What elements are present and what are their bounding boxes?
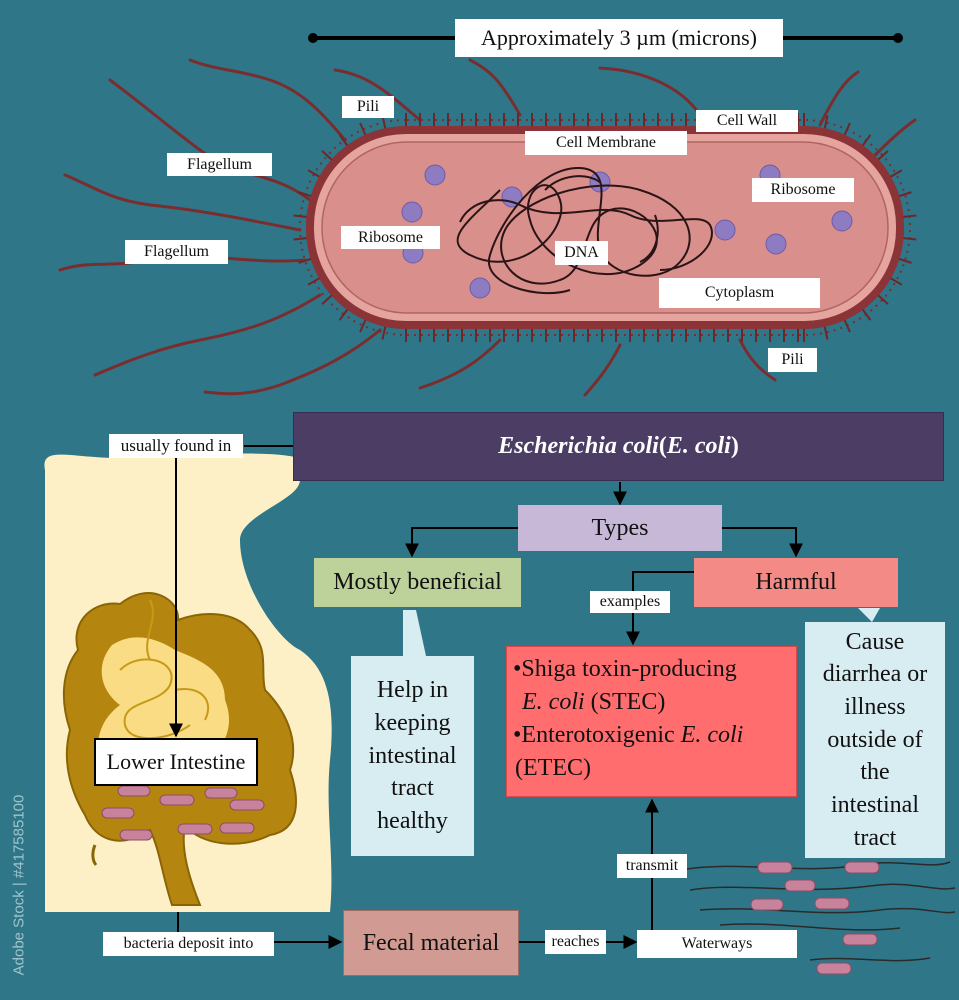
pilus xyxy=(903,214,917,218)
harmful-box: Harmful xyxy=(694,558,898,607)
pili-label-top: Pili xyxy=(342,96,394,118)
flow-connectors xyxy=(169,445,803,949)
pilus xyxy=(861,134,872,146)
pilus xyxy=(307,169,320,178)
example-stec-abbrev: (STEC) xyxy=(584,689,666,716)
pilus xyxy=(298,191,312,198)
pilus xyxy=(293,214,307,218)
ribosome-label-left: Ribosome xyxy=(341,226,440,249)
pili-label-bottom: Pili xyxy=(768,348,817,372)
lower-intestine-label: Lower Intestine xyxy=(94,738,258,786)
example-stec-line1: •Shiga toxin-producing xyxy=(513,656,737,682)
usually-found-in-label: usually found in xyxy=(109,434,243,458)
flagellum-label-1: Flagellum xyxy=(167,153,272,176)
pilus xyxy=(898,257,912,264)
example-stec-species: E. coli xyxy=(522,689,585,716)
pilus xyxy=(321,150,333,161)
pilus xyxy=(359,122,367,136)
ecoli-title-bar: Escherichia coli (E. coli) xyxy=(293,412,944,481)
cell-wall-label: Cell Wall xyxy=(696,110,798,132)
cell-membrane-label: Cell Membrane xyxy=(525,131,687,155)
waterways-label: Waterways xyxy=(637,930,797,958)
title-species: Escherichia coli xyxy=(498,433,659,459)
pilus xyxy=(843,319,851,333)
dna-label: DNA xyxy=(555,241,608,265)
pilus xyxy=(890,277,903,286)
beneficial-note: Help in keeping intestinal tract healthy xyxy=(351,656,474,856)
watermark-id: Adobe Stock | #417585100 xyxy=(10,794,28,976)
title-abbrev: E. coli xyxy=(666,433,731,459)
beneficial-box: Mostly beneficial xyxy=(314,558,521,607)
pilus xyxy=(823,115,829,129)
pilus xyxy=(903,237,917,241)
harmful-examples-box: •Shiga toxin-producing E. coli (STEC) •E… xyxy=(506,646,797,797)
dna-strand xyxy=(456,166,713,294)
pilus xyxy=(898,191,912,198)
pili xyxy=(293,113,917,342)
pilus xyxy=(338,134,349,146)
pilus xyxy=(877,150,889,161)
title-paren-open: ( xyxy=(658,433,667,459)
ribosome-label-right: Ribosome xyxy=(752,178,854,202)
pilus xyxy=(843,122,851,136)
cytoplasm-label: Cytoplasm xyxy=(659,278,820,308)
scale-label: Approximately 3 µm (microns) xyxy=(455,19,783,57)
harmful-note: Cause diarrhea or illness outside of the… xyxy=(805,622,945,858)
types-box: Types xyxy=(518,505,722,551)
pilus xyxy=(890,169,903,178)
example-etec-species: E. coli xyxy=(680,722,744,749)
intestine-illustration xyxy=(44,453,332,912)
pilus xyxy=(307,277,320,286)
pilus xyxy=(359,319,367,333)
transmit-label: transmit xyxy=(617,854,687,878)
ribosomes xyxy=(401,164,853,299)
pilus xyxy=(293,237,307,241)
example-etec-abbrev: (ETEC) xyxy=(515,755,591,782)
pilus xyxy=(823,326,829,340)
examples-label: examples xyxy=(590,591,670,613)
bacteria-deposit-label: bacteria deposit into xyxy=(103,932,274,956)
pilus xyxy=(321,294,333,305)
flagellum-label-2: Flagellum xyxy=(125,240,228,264)
title-paren-close: ) xyxy=(730,433,739,459)
pilus xyxy=(338,309,349,321)
pilus xyxy=(298,257,312,264)
pilus xyxy=(861,309,872,321)
pilus xyxy=(877,294,889,305)
waterway-bacteria xyxy=(679,861,956,975)
reaches-label: reaches xyxy=(545,930,606,954)
fecal-material-box: Fecal material xyxy=(343,910,519,976)
example-etec-line1: •Enterotoxigenic xyxy=(513,722,681,749)
pilus xyxy=(381,326,387,340)
callout-pointers xyxy=(403,608,880,656)
